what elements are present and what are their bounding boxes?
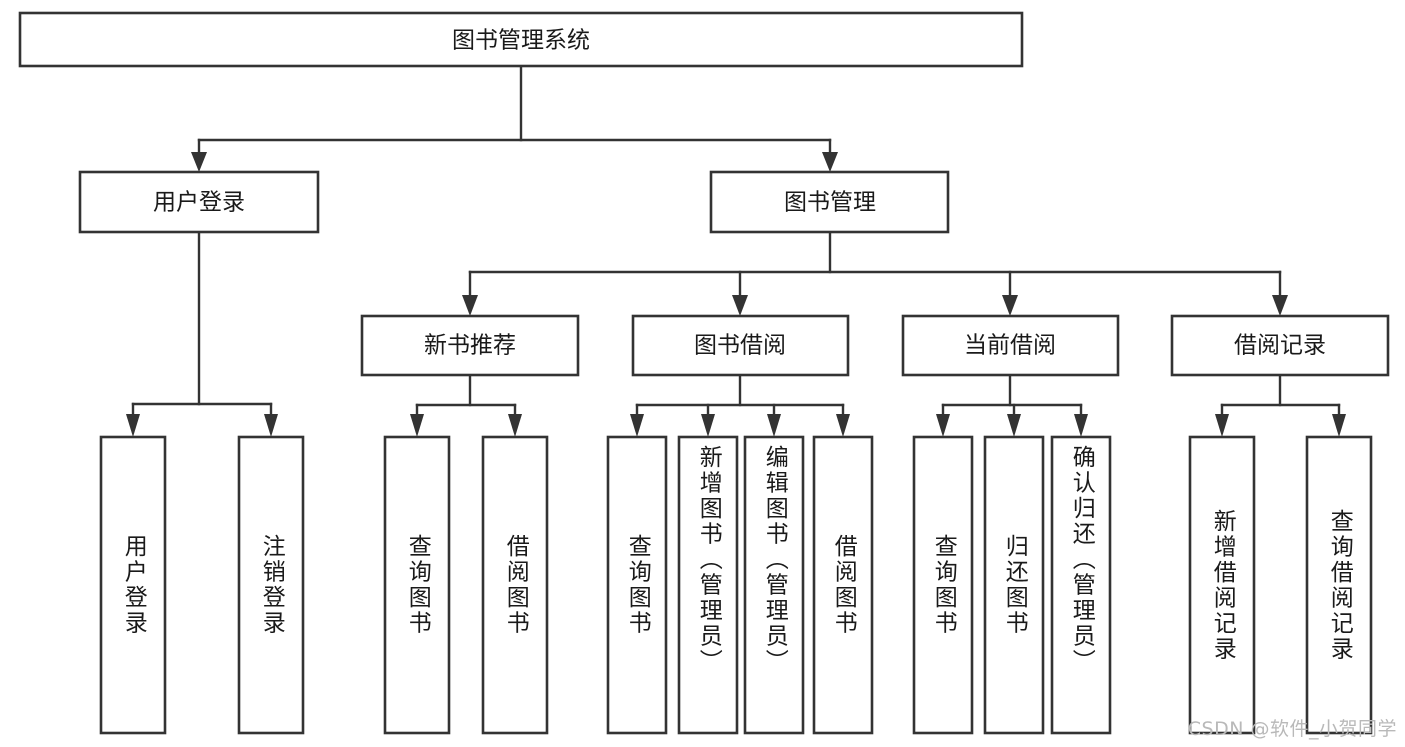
node-user-login[interactable]: 用户登录: [78, 170, 320, 234]
node-root-box[interactable]: [18, 11, 1024, 68]
node-leaf-borrow-book-box[interactable]: [812, 435, 874, 735]
node-leaf-add-book-admin-box[interactable]: [677, 435, 739, 735]
node-user-login-label: 用户登录: [153, 190, 245, 216]
arrowhead-new-book-recommend: [462, 295, 478, 316]
node-borrow-record-label: 借阅记录: [1234, 333, 1326, 359]
node-current-borrow[interactable]: 当前借阅: [901, 314, 1120, 377]
node-leaf-query-book-rec-box[interactable]: [383, 435, 451, 735]
node-new-book-recommend[interactable]: 新书推荐: [360, 314, 580, 377]
node-leaf-query-book-current-box[interactable]: [912, 435, 974, 735]
node-leaf-borrow-book-rec-box[interactable]: [481, 435, 549, 735]
arrowhead-leaf-query-borrow-record: [1332, 414, 1346, 437]
arrowhead-leaf-confirm-return-admin: [1074, 414, 1088, 437]
arrowhead-leaf-add-book-admin: [701, 414, 715, 437]
node-root-label: 图书管理系统: [452, 28, 590, 54]
arrowhead-leaf-return-book: [1007, 414, 1021, 437]
arrowhead-leaf-edit-book-admin: [767, 414, 781, 437]
node-user-login-box[interactable]: [78, 170, 320, 234]
arrowhead-leaf-add-borrow-record: [1215, 414, 1229, 437]
node-book-borrow-box[interactable]: [631, 314, 850, 377]
node-leaf-confirm-return-admin-box[interactable]: [1050, 435, 1112, 735]
arrowhead-leaf-borrow-book: [836, 414, 850, 437]
node-book-borrow[interactable]: 图书借阅: [631, 314, 850, 377]
connectors-current-borrow-to-leaves: [936, 373, 1088, 437]
csdn-watermark: CSDN @软件_小贺同学: [1187, 718, 1397, 740]
node-leaf-query-borrow-record-box[interactable]: [1305, 435, 1373, 735]
arrowhead-book-borrow: [732, 295, 748, 316]
node-leaf-return-book-box[interactable]: [983, 435, 1045, 735]
node-leaf-edit-book-admin-box[interactable]: [743, 435, 805, 735]
node-leaf-user-login-box[interactable]: [99, 435, 167, 735]
arrowhead-current-borrow: [1002, 295, 1018, 316]
node-current-borrow-box[interactable]: [901, 314, 1120, 377]
node-new-book-recommend-label: 新书推荐: [424, 333, 516, 359]
node-root[interactable]: 图书管理系统: [18, 11, 1024, 68]
connectors-borrow-record-to-leaves: [1215, 373, 1346, 437]
node-leaf-add-borrow-record-box[interactable]: [1188, 435, 1256, 735]
arrowhead-book-manage: [822, 152, 838, 172]
node-leaf-logout-login-box[interactable]: [237, 435, 305, 735]
arrowhead-leaf-query-book-rec: [410, 414, 424, 437]
node-borrow-record-box[interactable]: [1170, 314, 1390, 377]
node-book-borrow-label: 图书借阅: [694, 333, 786, 359]
node-new-book-recommend-box[interactable]: [360, 314, 580, 377]
node-book-manage-box[interactable]: [709, 170, 950, 234]
node-book-manage-label: 图书管理: [784, 190, 876, 216]
node-borrow-record[interactable]: 借阅记录: [1170, 314, 1390, 377]
arrowhead-leaf-logout-login: [264, 414, 278, 437]
connectors-book-borrow-to-leaves: [630, 373, 850, 437]
arrowhead-leaf-borrow-book-rec: [508, 414, 522, 437]
node-leaf-query-book-borrow-box[interactable]: [606, 435, 668, 735]
connectors-user-login-to-leaves: [126, 230, 278, 437]
arrowhead-leaf-user-login: [126, 414, 140, 437]
leaf-boxes: [99, 435, 1373, 735]
arrowhead-leaf-query-book-current: [936, 414, 950, 437]
connectors-book-manage-to-level3: [462, 230, 1288, 316]
connectors-root-to-level2: [191, 64, 838, 172]
arrowhead-user-login: [191, 152, 207, 172]
node-current-borrow-label: 当前借阅: [964, 333, 1056, 359]
arrowhead-borrow-record: [1272, 295, 1288, 316]
connectors-new-book-recommend-to-leaves: [410, 373, 522, 437]
arrowhead-leaf-query-book-borrow: [630, 414, 644, 437]
node-book-manage[interactable]: 图书管理: [709, 170, 950, 234]
